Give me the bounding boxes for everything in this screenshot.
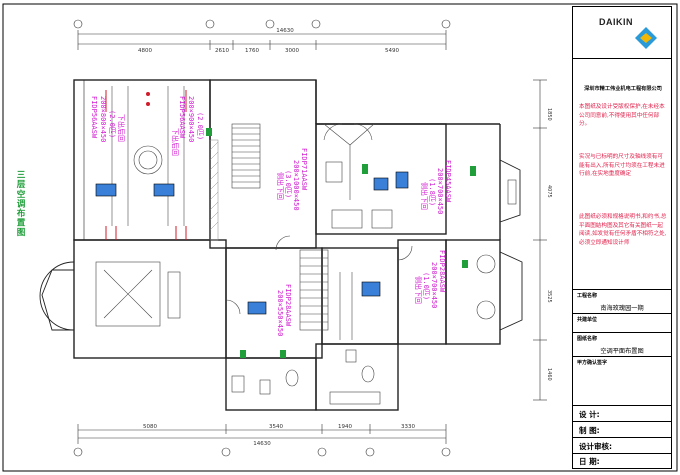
- divider: [573, 437, 671, 438]
- approve-label: 甲方确认签字: [577, 360, 608, 366]
- check-label: 设计审核:: [579, 442, 612, 451]
- hatched-walls: [209, 139, 219, 241]
- plan-title: 三层空调布置图: [15, 170, 25, 238]
- unit-label-5-line-1: FIDP28AASW: [438, 250, 446, 293]
- ac-unit-1: [95, 183, 117, 197]
- divider: [573, 332, 671, 333]
- ac-unit-3: [373, 177, 389, 191]
- unit-label-2-line-3: (2.0匹): [196, 112, 204, 140]
- unit-label-5-line-3: (1.0匹): [422, 272, 430, 300]
- top-dimensions: [77, 30, 447, 50]
- dim-bottom-1: 5080: [143, 424, 157, 430]
- unit-label-1-line-4: 下出后回: [117, 114, 126, 142]
- divider: [573, 421, 671, 422]
- dim-top-2: 2610: [215, 48, 229, 54]
- ac-unit-6: [361, 281, 381, 297]
- dim-bottom-2: 3540: [269, 424, 283, 430]
- dim-right-4: 1460: [546, 368, 552, 381]
- project-label: 工程名称: [577, 293, 598, 299]
- bottom-axis-markers: [73, 447, 451, 457]
- divider: [573, 289, 671, 290]
- unit-label-2-line-4: 下出后回: [171, 128, 180, 156]
- logo-area: DAIKIN: [573, 7, 671, 59]
- unit-labels: FIDP56AASW 200×800×450 (2.0匹) 下出后回 FIDP5…: [90, 96, 452, 336]
- ac-unit-5: [247, 301, 267, 315]
- dim-right-1: 1850: [546, 108, 552, 121]
- unit-label-4-line-2: 200×700×450: [436, 168, 444, 214]
- note-copyright: 本图纸及设计受版权保护,在未经本公司同意前,不得使用其中任何部分。: [579, 104, 665, 128]
- divider: [573, 405, 671, 406]
- unit-label-4-line-3: (1.8匹): [428, 178, 436, 206]
- drawing-name: 空调平面布置图: [600, 348, 644, 355]
- unit-label-1-line-1: FIDP56AASW: [90, 96, 98, 139]
- dim-top-3: 1760: [245, 48, 259, 54]
- unit-label-3-line-2: 200×1000×450: [292, 160, 300, 211]
- dim-top-1: 4800: [138, 48, 152, 54]
- draw-label: 制 图:: [579, 426, 600, 435]
- date-label: 日 期:: [579, 457, 600, 466]
- unit-label-4-line-1: FIDP45AASW: [444, 160, 452, 203]
- dim-right-2: 4075: [546, 185, 552, 198]
- title-block: DAIKIN 深圳市精工伟业机电工程有限公司 本图纸及设计受版权保护,在未经本公…: [572, 6, 672, 469]
- logo-text: DAIKIN: [599, 17, 633, 27]
- unit-label-3-line-3: (3.0匹): [284, 170, 292, 198]
- stairs: [231, 123, 329, 331]
- furniture: [95, 123, 517, 405]
- dim-top-total: 14630: [276, 28, 294, 34]
- unit-label-2-line-2: 200×900×450: [187, 96, 195, 142]
- unit-label-3-line-1: FIDP71AASW: [300, 148, 308, 191]
- divider: [573, 356, 671, 357]
- green-tags: [206, 128, 476, 358]
- dim-bottom-total: 14630: [253, 441, 271, 447]
- unit-label-1-line-3: (2.0匹): [108, 110, 116, 138]
- air-vents: [105, 90, 187, 240]
- ac-unit-4: [395, 171, 409, 189]
- ac-unit-2: [153, 183, 175, 197]
- divider: [573, 453, 671, 454]
- unit-label-4-line-4: 侧出下回: [420, 182, 429, 210]
- unit-label-5-line-4: 侧出下回: [414, 276, 423, 304]
- drawing-label: 图纸名称: [577, 336, 598, 342]
- unit-label-2-line-1: FIDP56AASW: [178, 96, 186, 139]
- design-label: 设 计:: [579, 410, 600, 419]
- top-axis-markers: [73, 19, 451, 29]
- ac-units: [95, 171, 409, 315]
- unit-label-3-line-4: 侧出下回: [276, 172, 285, 200]
- owner-label: 共建单位: [577, 317, 598, 323]
- divider: [573, 313, 671, 314]
- unit-label-5-line-2: 200×700×450: [430, 262, 438, 308]
- sheet-border: [2, 3, 678, 472]
- dim-bottom-4: 3330: [401, 424, 415, 430]
- dim-top-4: 3000: [285, 48, 299, 54]
- right-dimensions: [533, 79, 547, 401]
- unit-label-6-line-1: FIDP28AASW: [284, 284, 292, 327]
- dim-top-5: 5490: [385, 48, 399, 54]
- unit-label-6-line-2: 200×550×450: [276, 290, 284, 336]
- dim-right-3: 3525: [546, 290, 552, 303]
- note-reading: 此图纸必须和规格说明书,和约书,总平面图結构图及其它有关图纸一起阅读,如发觉有任…: [579, 214, 667, 246]
- daikin-logo-icon: [633, 25, 659, 51]
- note-dimensions: 实况与已标明的尺寸及轴线须有可能有出入,所有尺寸均须在工程未进行前,在实地重度确…: [579, 154, 665, 178]
- company-name: 深圳市精工伟业机电工程有限公司: [584, 86, 662, 92]
- bottom-dimensions: [77, 424, 447, 444]
- unit-label-1-line-2: 200×800×450: [99, 96, 107, 142]
- dim-bottom-3: 1940: [338, 424, 352, 430]
- project-name: 南海玫瑰园一期: [600, 305, 644, 312]
- ducts: [111, 86, 353, 340]
